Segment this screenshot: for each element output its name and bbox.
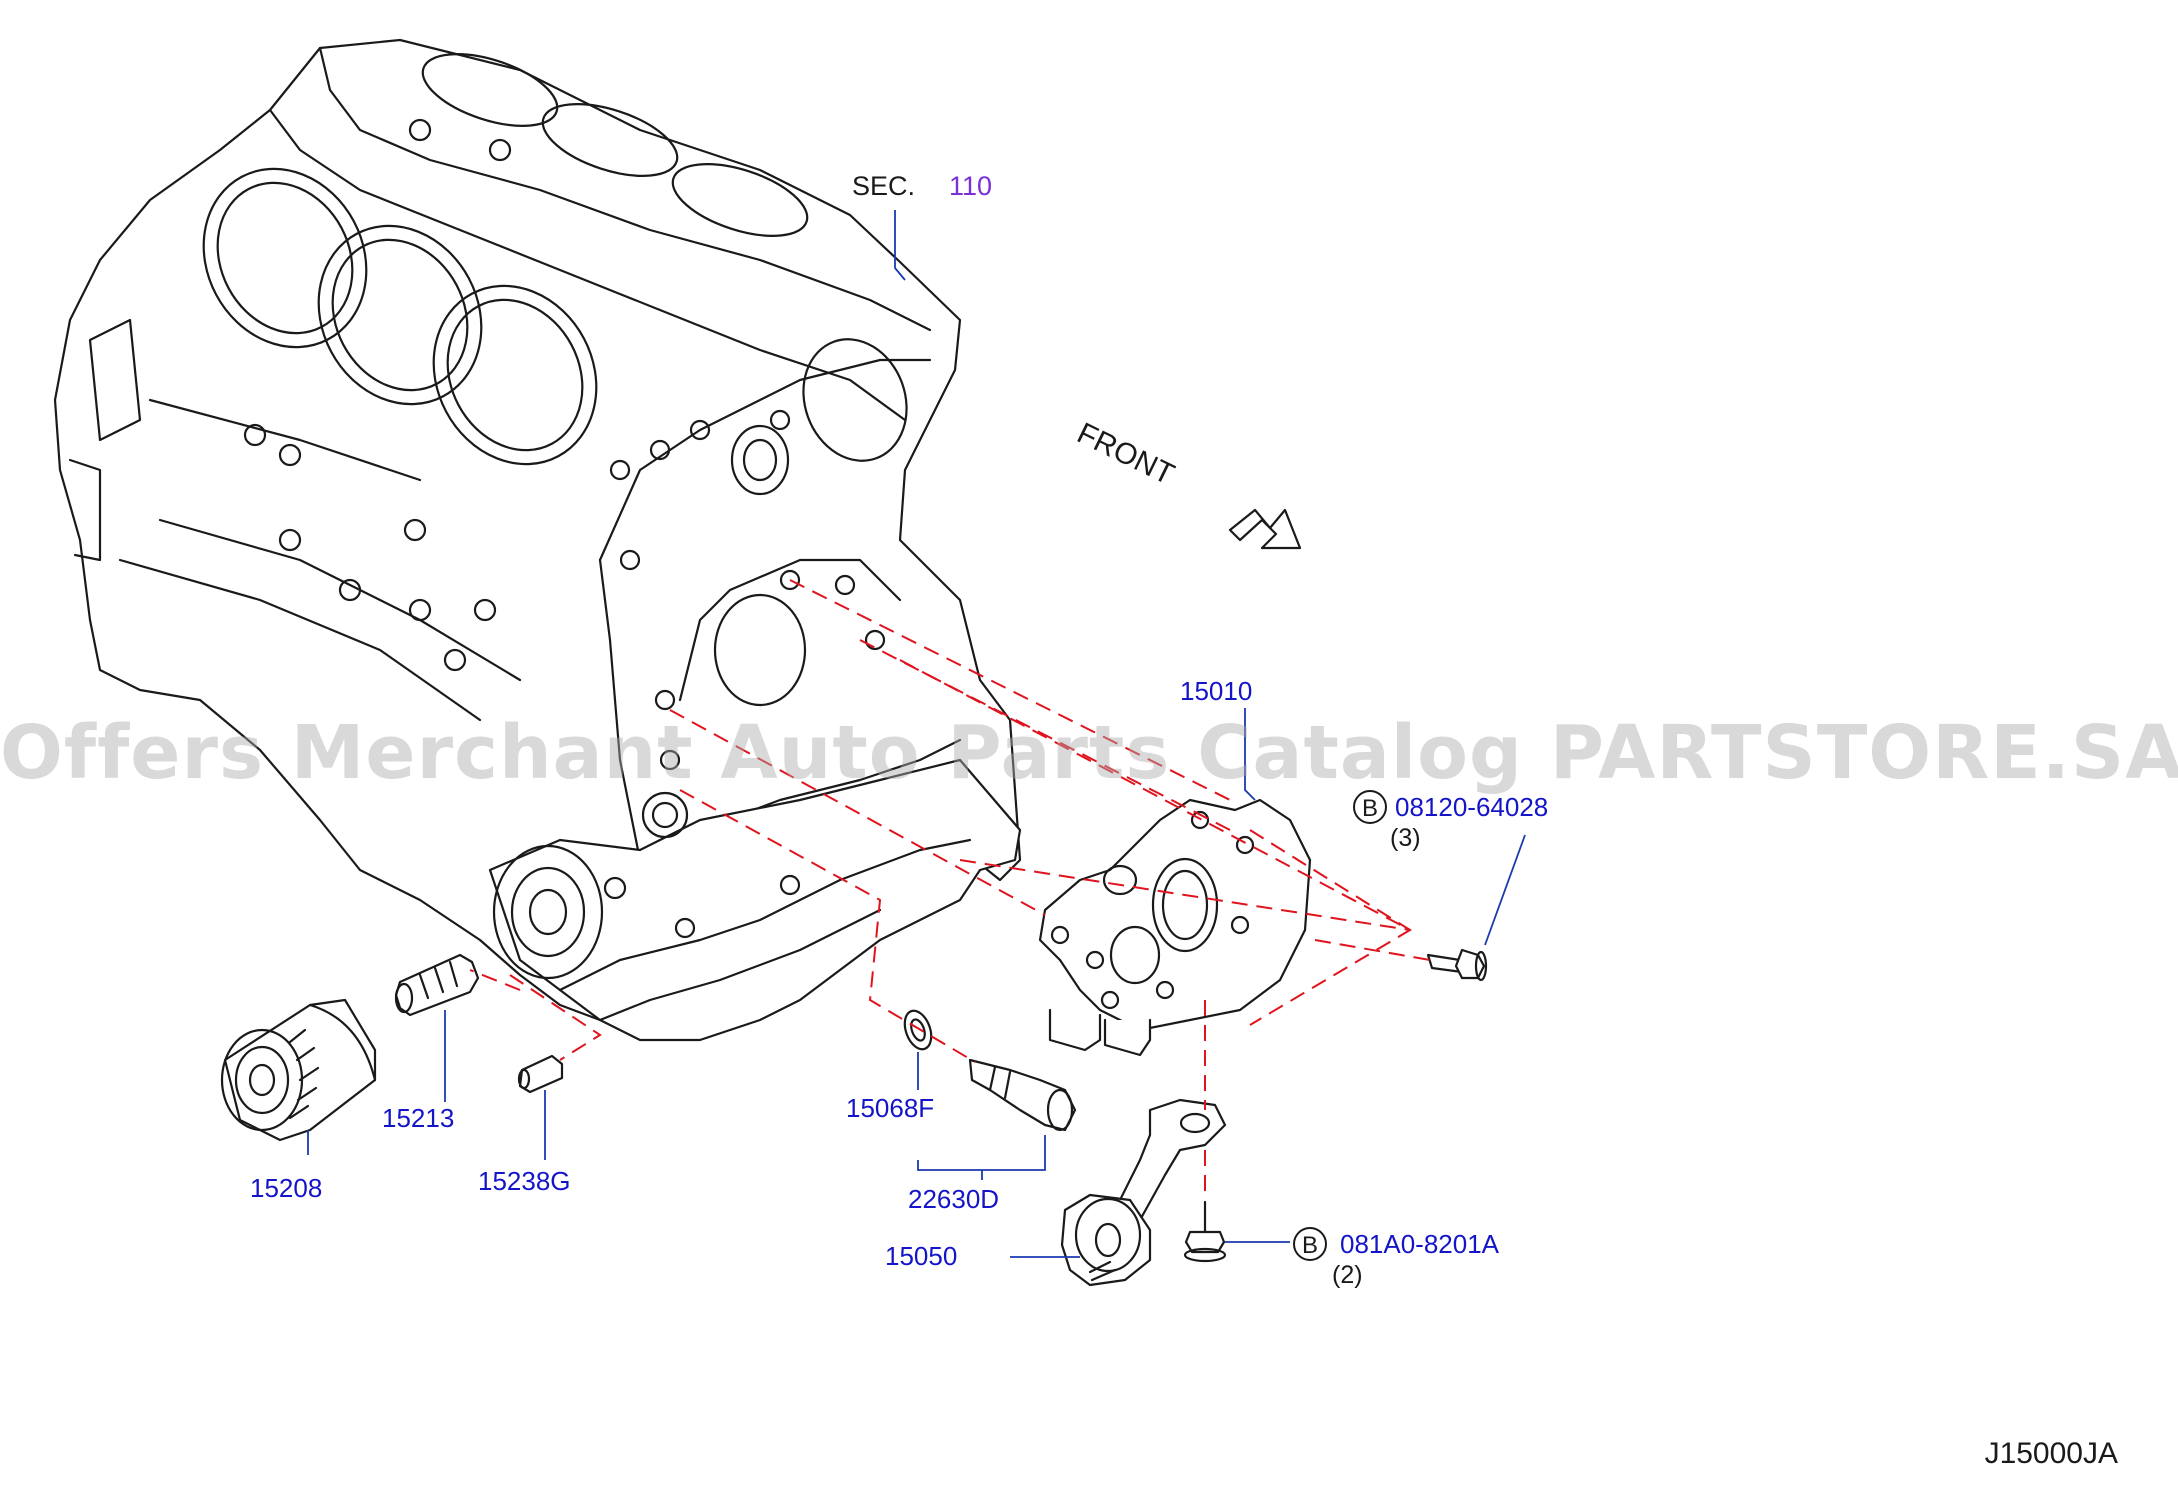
seal-washer-15068f — [903, 1009, 933, 1051]
part-number-oil-filter[interactable]: 15208 — [250, 1173, 322, 1203]
badge-letter: B — [1362, 795, 1378, 822]
engine-block — [53, 38, 1022, 1042]
relief-valve-15238g — [517, 1054, 564, 1094]
part-number-oil-pump[interactable]: 15010 — [1180, 676, 1252, 706]
diagram-code: J15000JA — [1985, 1437, 2118, 1470]
oil-strainer-15050 — [1060, 1098, 1227, 1287]
pressure-switch-22630d — [968, 1058, 1077, 1132]
front-arrow-icon — [1228, 508, 1302, 550]
part-number-strainer-bolt[interactable]: 081A0-8201A — [1340, 1229, 1500, 1259]
front-label: FRONT — [1072, 417, 1179, 492]
part-number-filter-stud[interactable]: 15213 — [382, 1103, 454, 1133]
badge-letter: B — [1302, 1232, 1318, 1259]
part-number-relief-valve[interactable]: 15238G — [478, 1166, 571, 1196]
section-prefix: SEC. — [852, 171, 915, 201]
part-number-pump-bolt[interactable]: 08120-64028 — [1395, 792, 1548, 822]
assembly-guide-lines — [469, 579, 1431, 1200]
filter-stud-15213 — [394, 953, 480, 1017]
section-number-link[interactable]: 110 — [949, 171, 992, 201]
part-number-oil-strainer[interactable]: 15050 — [885, 1241, 957, 1271]
oil-filter-15208 — [220, 998, 377, 1142]
oil-pump-15010 — [1038, 798, 1312, 1057]
part-number-pressure-switch[interactable]: 22630D — [908, 1184, 999, 1214]
pump-bolt-08120-64028 — [1426, 948, 1488, 982]
strainer-bolt-081a0-8201a — [1183, 1200, 1227, 1263]
badge-b-strainer-bolt: B — [1293, 1227, 1327, 1261]
badge-b-pump-bolt: B — [1353, 790, 1387, 824]
part-number-seal-washer[interactable]: 15068F — [846, 1093, 934, 1123]
pump-bolt-quantity: (3) — [1390, 824, 1421, 852]
strainer-bolt-quantity: (2) — [1332, 1261, 1363, 1289]
leader-lines — [307, 210, 1526, 1258]
